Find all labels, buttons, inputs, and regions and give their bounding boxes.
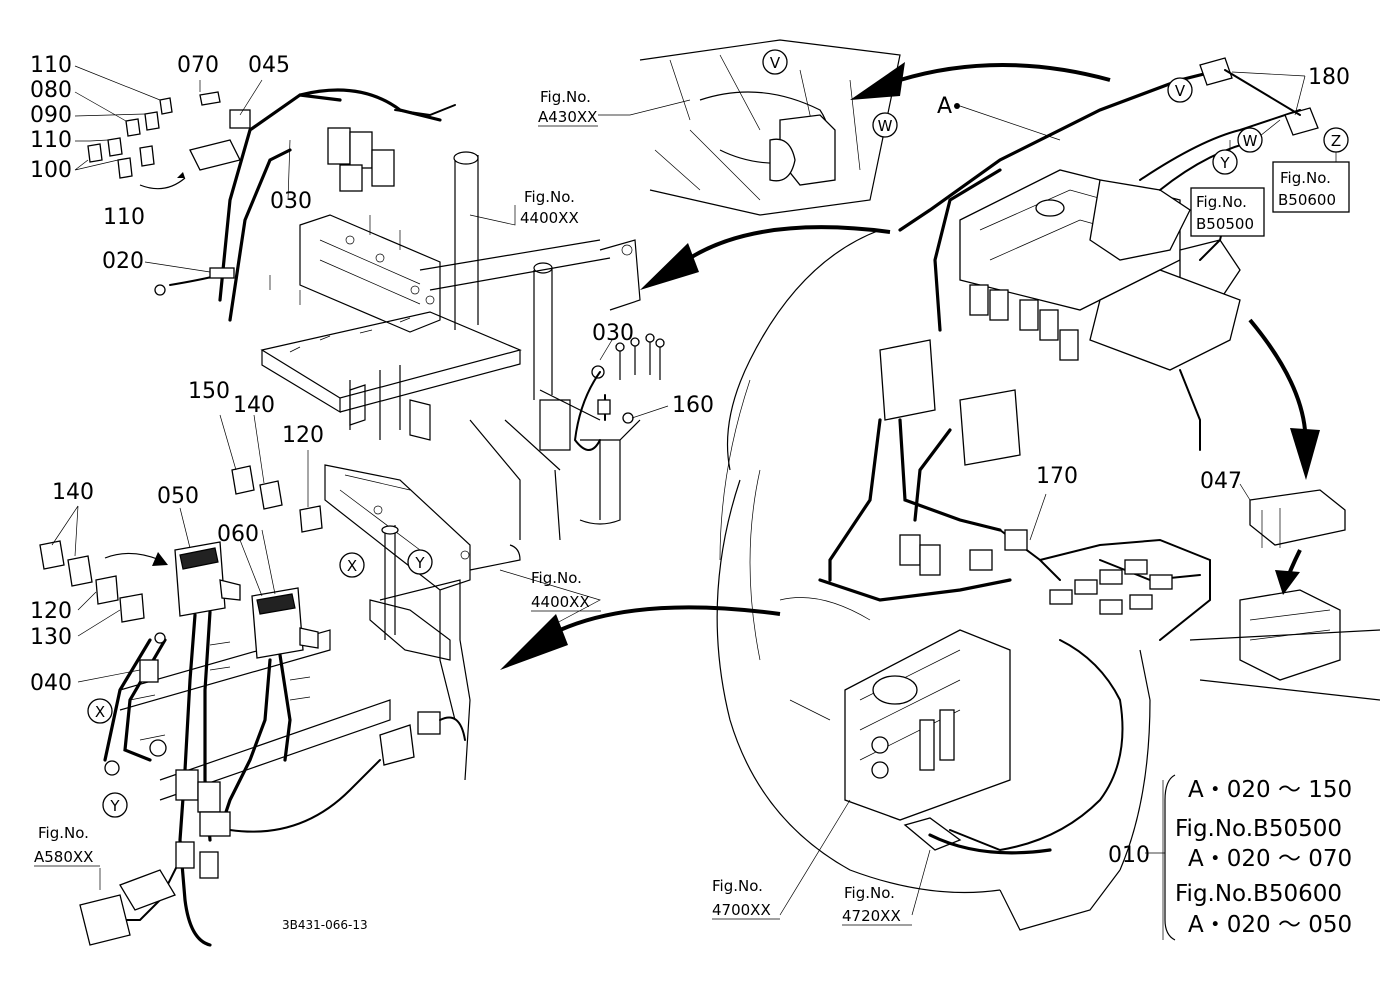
- callout-100: 100: [30, 158, 72, 183]
- fig-ref-4720-label: Fig.No.: [844, 884, 895, 902]
- callout-110: 110: [30, 53, 72, 78]
- marker-w: W: [878, 117, 893, 135]
- callout-120: 120: [282, 423, 324, 448]
- marker-y: Y: [1219, 154, 1230, 172]
- fig-ref-a430-number: A430XX: [538, 108, 597, 126]
- engine-bay: [716, 57, 1380, 931]
- blade-fuses: [87, 97, 173, 179]
- callout-020: 020: [102, 249, 144, 274]
- fig-ref-a580-label: Fig.No.: [38, 824, 89, 842]
- inset-top-middle: [639, 39, 901, 216]
- fig-ref-b50500-label: Fig.No.: [1196, 193, 1247, 211]
- marker-x-circle: [339, 552, 365, 578]
- figure-references: Fig.No. A430XX Fig.No. 4400XX Fig.No. 44…: [34, 88, 1350, 926]
- fig-ref-a580-number: A580XX: [34, 848, 93, 866]
- kit-legend: A・020 ～ 150 Fig.No.B50500 A・020 ～ 070 Fi…: [1164, 774, 1352, 941]
- callout-labels: 110 080 090 110 100 110 070 045 030 020 …: [30, 53, 1350, 868]
- marker-z-circle: [1323, 127, 1349, 153]
- callout-140: 140: [52, 480, 94, 505]
- legend-line-1: A・020 ～ 150: [1188, 777, 1352, 803]
- fig-ref-b50600-box: [1272, 161, 1350, 213]
- fig-ref-b50500-box: [1190, 187, 1265, 237]
- callout-030: 030: [270, 189, 312, 214]
- callout-140: 140: [233, 393, 275, 418]
- lower-left-assembly: [39, 464, 521, 947]
- callout-150: 150: [188, 379, 230, 404]
- view-markers: V W V W Y Z X Y X Y: [87, 49, 1349, 818]
- marker-w-circle: [872, 112, 898, 138]
- callout-050: 050: [157, 484, 199, 509]
- callout-110: 110: [30, 128, 72, 153]
- callout-130: 130: [30, 625, 72, 650]
- marker-v-circle: [1167, 77, 1193, 103]
- marker-x-circle: [87, 698, 113, 724]
- callout-A: A: [937, 94, 952, 119]
- drawing-code: 3B431-066-13: [282, 918, 368, 932]
- fig-ref-4700-number: 4700XX: [712, 901, 771, 919]
- callout-070: 070: [177, 53, 219, 78]
- marker-y-circle: [1212, 149, 1238, 175]
- legend-line-4: Fig.No.B50600: [1175, 881, 1342, 907]
- callout-030: 030: [592, 321, 634, 346]
- ground-terminal-group: [573, 333, 665, 451]
- fig-ref-4400-number: 4400XX: [520, 209, 579, 227]
- fig-ref-4720-number: 4720XX: [842, 907, 901, 925]
- callout-060: 060: [217, 522, 259, 547]
- marker-y-circle: [407, 549, 433, 575]
- marker-y: Y: [414, 554, 425, 572]
- legend-line-5: A・020 ～ 050: [1188, 912, 1352, 938]
- callout-170: 170: [1036, 464, 1078, 489]
- fig-ref-b50600-number: B50600: [1278, 191, 1336, 209]
- callout-180: 180: [1308, 65, 1350, 90]
- fig-ref-4400-number: 4400XX: [531, 593, 590, 611]
- fig-ref-b50600-label: Fig.No.: [1280, 169, 1331, 187]
- fig-ref-4400-label: Fig.No.: [524, 188, 575, 206]
- callout-160: 160: [672, 393, 714, 418]
- marker-z: Z: [1331, 132, 1341, 150]
- callout-090: 090: [30, 103, 72, 128]
- marker-x: X: [95, 703, 105, 721]
- callout-110: 110: [103, 205, 145, 230]
- legend-line-2: Fig.No.B50500: [1175, 816, 1342, 842]
- callout-080: 080: [30, 78, 72, 103]
- fig-ref-4400-label: Fig.No.: [531, 569, 582, 587]
- marker-v: V: [770, 54, 781, 72]
- marker-w: W: [1243, 132, 1258, 150]
- legend-line-3: A・020 ～ 070: [1188, 846, 1352, 872]
- marker-y: Y: [109, 797, 120, 815]
- marker-v-circle: [762, 49, 788, 75]
- callout-040: 040: [30, 671, 72, 696]
- transfer-arrows: [500, 62, 1320, 670]
- marker-x: X: [347, 557, 357, 575]
- callout-045: 045: [248, 53, 290, 78]
- marker-y-circle: [102, 792, 128, 818]
- fig-ref-a430-label: Fig.No.: [540, 88, 591, 106]
- marker-w-circle: [1237, 127, 1263, 153]
- callout-120: 120: [30, 599, 72, 624]
- upper-left-assembly: [87, 88, 641, 541]
- callout-010: 010: [1108, 843, 1150, 868]
- fig-ref-4700-label: Fig.No.: [712, 877, 763, 895]
- marker-v: V: [1175, 82, 1186, 100]
- callout-047: 047: [1200, 469, 1242, 494]
- fig-ref-b50500-number: B50500: [1196, 215, 1254, 233]
